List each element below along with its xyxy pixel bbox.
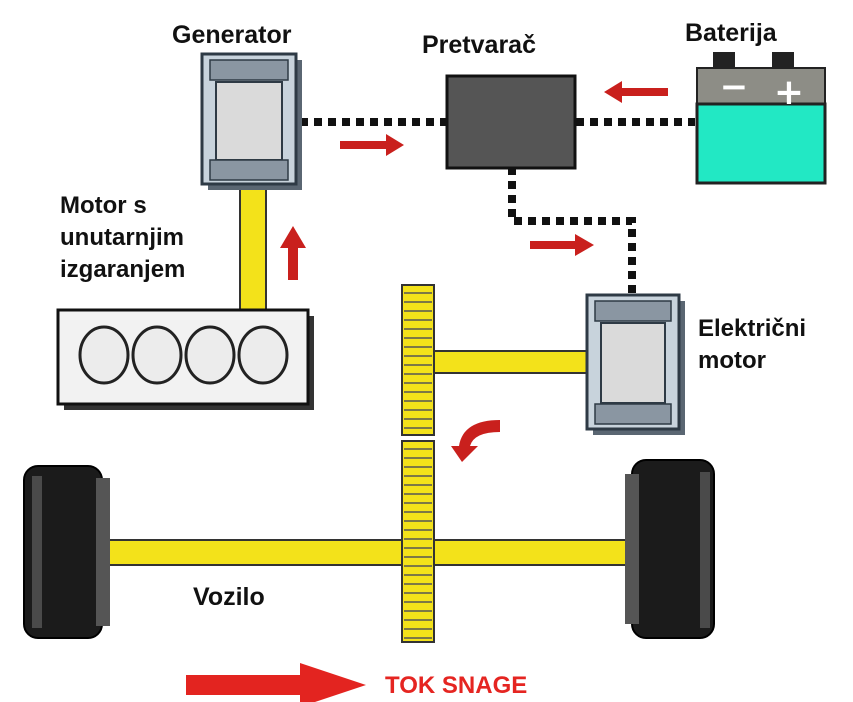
gear-lower xyxy=(401,440,435,643)
electric-motor-label: Električni motor xyxy=(698,313,806,377)
motor-bottom-cap xyxy=(594,403,672,425)
battery-top xyxy=(696,67,826,107)
battery-terminal-right xyxy=(772,52,794,70)
wire-converter-motor xyxy=(508,167,636,295)
generator-core xyxy=(215,81,283,161)
cylinder-2 xyxy=(131,325,183,385)
arrow-battery-to-converter xyxy=(604,81,668,103)
wheel-right-hub xyxy=(625,474,639,624)
converter-label: Pretvarač xyxy=(422,31,536,59)
battery-label: Baterija xyxy=(685,19,777,47)
arrow-engine-to-generator xyxy=(280,226,306,280)
gear-teeth xyxy=(404,292,432,639)
shaft-engine-generator xyxy=(239,187,267,311)
shaft-motor xyxy=(431,350,591,374)
combustion-engine xyxy=(56,308,314,410)
motor-top-cap xyxy=(594,300,672,322)
battery-negative-sign: − xyxy=(720,67,749,107)
engine-label-line-1: Motor s xyxy=(60,192,147,219)
generator xyxy=(200,52,302,190)
electric-motor xyxy=(585,293,685,435)
engine-label-line-2: unutarnjim xyxy=(60,224,184,251)
motor-core xyxy=(600,322,666,404)
battery-positive-sign: + xyxy=(774,72,804,113)
wheel-right xyxy=(625,459,715,639)
gear-upper xyxy=(401,284,435,436)
legend-arrow xyxy=(186,663,366,702)
cylinder-4 xyxy=(237,325,289,385)
vehicle-label: Vozilo xyxy=(193,583,265,611)
wheel-left xyxy=(23,465,110,639)
engine-label: Motor s unutarnjim izgaranjem xyxy=(60,190,185,286)
electric-motor-label-line-1: Električni xyxy=(698,315,807,342)
axle xyxy=(107,539,634,566)
battery-body xyxy=(695,102,827,185)
generator-bottom-cap xyxy=(209,159,289,181)
power-flow-arrows xyxy=(280,81,668,462)
generator-label: Generator xyxy=(172,21,292,49)
battery: − + xyxy=(695,52,827,185)
power-flow-legend-label: TOK SNAGE xyxy=(385,672,528,699)
engine-label-line-3: izgaranjem xyxy=(60,256,186,283)
generator-top-cap xyxy=(209,59,289,81)
gear-column xyxy=(401,284,435,643)
arrow-generator-to-converter xyxy=(340,134,404,156)
cylinder-1 xyxy=(78,325,130,385)
wheel-left-tread xyxy=(32,476,42,628)
electric-wires xyxy=(300,118,695,295)
arrow-converter-to-motor xyxy=(530,234,594,256)
arrow-gear-rotation xyxy=(451,420,500,462)
battery-terminal-left xyxy=(713,52,735,70)
cylinder-3 xyxy=(184,325,236,385)
wheel-right-tread xyxy=(700,472,710,628)
wheel-left-hub xyxy=(96,478,110,626)
electric-motor-label-line-2: motor xyxy=(698,347,766,374)
converter-box xyxy=(445,74,577,170)
